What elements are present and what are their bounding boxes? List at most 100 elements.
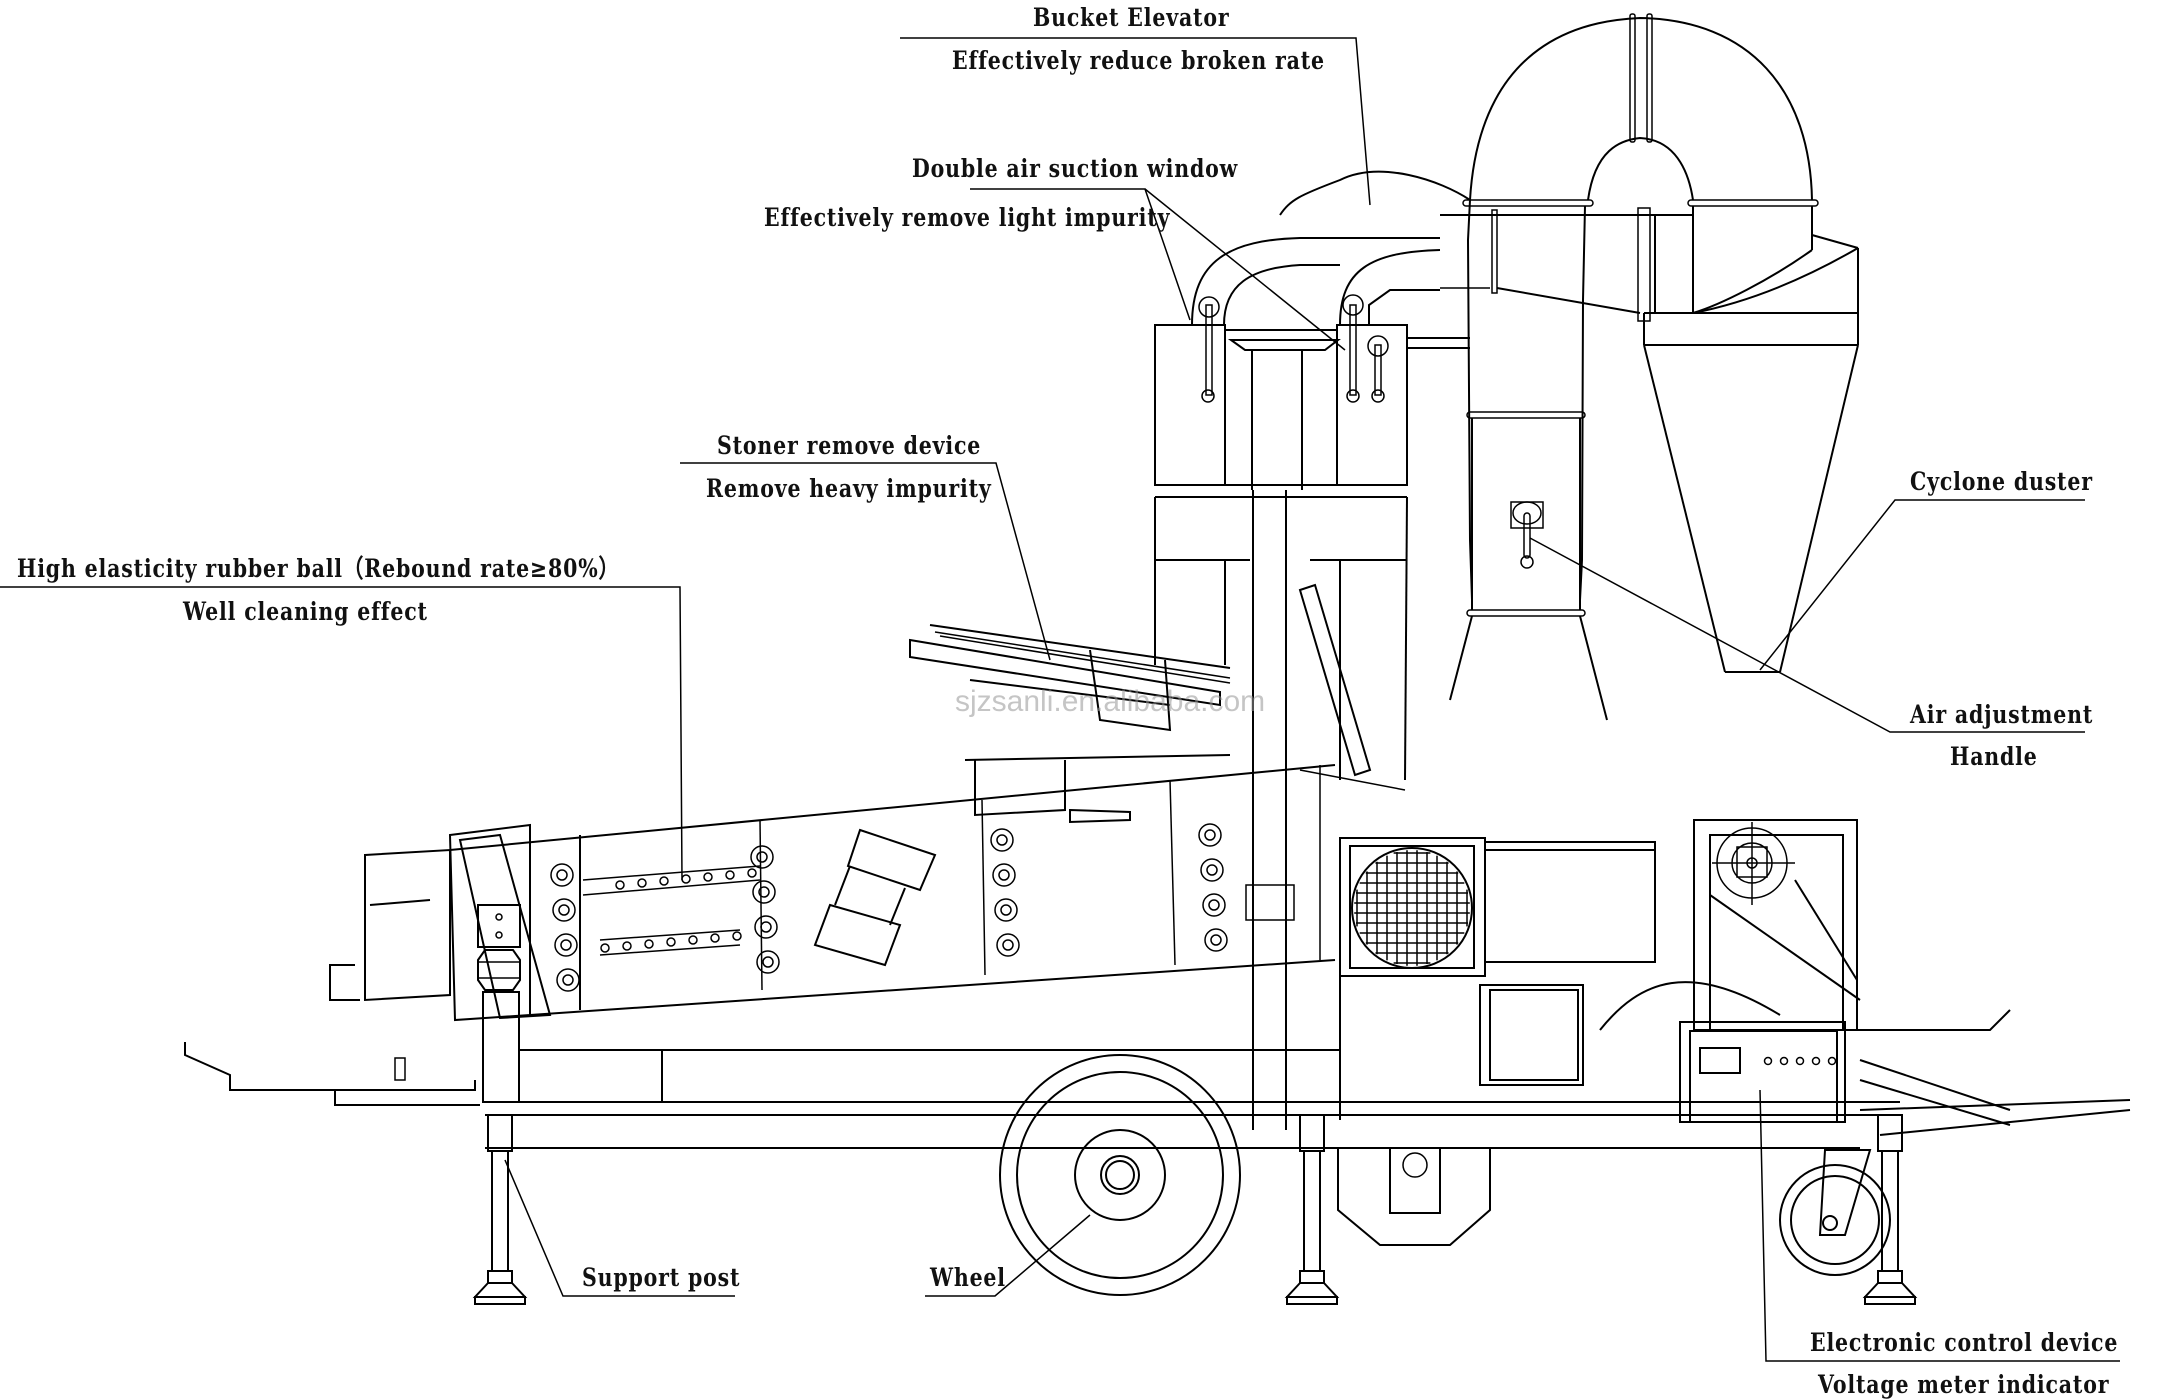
bolt-ring: [750, 845, 774, 869]
screen-body: [329, 764, 1336, 1022]
rubber-ball: [681, 874, 691, 884]
post-shaft: [491, 1150, 509, 1272]
bolt-center: [562, 974, 574, 986]
indicator-light: [1795, 1056, 1805, 1066]
watermark: sjzsanli.en.alibaba.com: [955, 685, 1266, 718]
bolt-center: [760, 921, 772, 933]
bolt-center: [998, 869, 1010, 881]
bucket-elevator: [1279, 170, 1608, 721]
leader-lines: [0, 37, 2120, 1362]
bolt-ring: [756, 950, 780, 974]
rubber-ball-bolts: [550, 823, 1228, 992]
callout-stoner-title: Stoner remove device: [717, 431, 982, 460]
bolt-center: [556, 869, 568, 881]
bolt-center: [1204, 829, 1216, 841]
bolt-ring: [992, 863, 1016, 887]
bolt-center: [1206, 864, 1218, 876]
rubber-ball: [644, 939, 654, 949]
callout-double-air-suction-subtitle: Effectively remove light impurity: [764, 203, 1171, 232]
cyclone-elbow-inner: [1587, 136, 1694, 201]
bolt-ring: [990, 828, 1014, 852]
bolt-ring: [1200, 858, 1224, 882]
cyclone-duster: [1440, 13, 1859, 673]
bolt-center: [1208, 899, 1220, 911]
rubber-ball: [725, 870, 735, 880]
rubber-ball: [688, 935, 698, 945]
cyclone-elbow-outer: [1469, 16, 1813, 201]
center-column: [1245, 490, 1295, 1130]
bolt-ring: [550, 863, 574, 887]
bolt-ring: [554, 933, 578, 957]
suction-lever-2: [1342, 294, 1364, 403]
bolt-center: [996, 834, 1008, 846]
bolt-center: [560, 939, 572, 951]
indicator-light: [1779, 1056, 1789, 1066]
bolt-center: [1000, 904, 1012, 916]
rubber-ball: [600, 943, 610, 953]
callout-rubber-ball-subtitle: Well cleaning effect: [183, 597, 428, 626]
callout-electronic-control-title: Electronic control device: [1810, 1328, 2119, 1357]
rubber-ball: [732, 931, 742, 941]
suction-lever-3: [1367, 335, 1389, 403]
electronic-control-box: [1679, 1021, 1846, 1123]
bolt-ring: [1204, 928, 1228, 952]
callout-support-post-title: Support post: [582, 1263, 741, 1292]
bolt-center: [758, 886, 770, 898]
post-head: [487, 1114, 513, 1152]
callout-cyclone-duster-title: Cyclone duster: [1910, 467, 2093, 496]
bolt-center: [1210, 934, 1222, 946]
post-base: [1864, 1296, 1916, 1305]
post-collar: [1877, 1270, 1903, 1284]
rubber-ball: [666, 937, 676, 947]
bolt-ring: [556, 968, 580, 992]
rubber-ball: [659, 876, 669, 886]
fan-housing: [1339, 837, 1656, 1120]
indicator-light: [1763, 1056, 1773, 1066]
fan-grille: [1354, 850, 1470, 966]
indicator-light: [1827, 1056, 1837, 1066]
support-posts: [472, 1114, 1918, 1305]
post-collar: [1299, 1270, 1325, 1284]
post-shaft: [1303, 1150, 1321, 1272]
post-head: [1299, 1114, 1325, 1152]
air-suction-window: [1154, 237, 1470, 781]
bolt-ring: [1198, 823, 1222, 847]
post-foot: [1284, 1282, 1340, 1298]
post-collar: [487, 1270, 513, 1284]
post-base: [474, 1296, 526, 1305]
motor-frame: [1599, 819, 1861, 1031]
bolt-ring: [1202, 893, 1226, 917]
bolt-ring: [752, 880, 776, 904]
callout-air-adjustment-title: Air adjustment: [1910, 700, 2094, 729]
rubber-ball: [747, 868, 757, 878]
post-base: [1286, 1296, 1338, 1305]
callout-bucket-elevator-title: Bucket Elevator: [1033, 3, 1230, 32]
chassis: [184, 1009, 2131, 1246]
air-adjustment-handle: [1510, 501, 1544, 569]
callout-double-air-suction-title: Double air suction window: [912, 154, 1239, 183]
bolt-ring: [996, 933, 1020, 957]
caster-wheel: [1779, 1149, 1891, 1276]
bolt-ring: [552, 898, 576, 922]
indicator-lights: [1763, 1056, 1837, 1066]
callout-bucket-elevator-subtitle: Effectively reduce broken rate: [952, 46, 1325, 75]
indicator-light: [1811, 1056, 1821, 1066]
callout-electronic-control-subtitle: Voltage meter indicator: [1818, 1370, 2110, 1399]
rubber-ball: [622, 941, 632, 951]
rubber-ball: [637, 878, 647, 888]
callout-air-adjustment-subtitle: Handle: [1950, 742, 2038, 771]
callout-wheel-title: Wheel: [930, 1263, 1006, 1292]
main-wheel: [999, 1054, 1241, 1296]
callout-rubber-ball-title: High elasticity rubber ball（Rebound rate…: [17, 554, 620, 583]
stoner-remove-device: [909, 583, 1406, 824]
rubber-ball: [615, 880, 625, 890]
bolt-ring: [754, 915, 778, 939]
rubber-ball: [710, 933, 720, 943]
rubber-ball: [703, 872, 713, 882]
suction-lever-1: [1198, 296, 1220, 403]
post-foot: [1862, 1282, 1918, 1298]
post-foot: [472, 1282, 528, 1298]
bolt-center: [762, 956, 774, 968]
bolt-center: [756, 851, 768, 863]
